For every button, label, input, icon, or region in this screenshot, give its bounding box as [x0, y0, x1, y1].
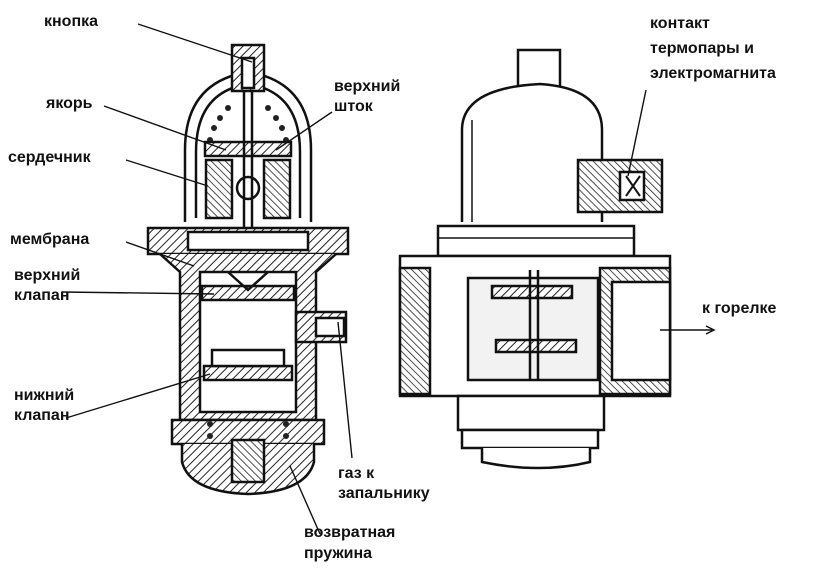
label-armature: якорь — [46, 95, 93, 112]
label-lower-valve-line1: нижний — [14, 387, 75, 404]
label-contact-line1: контакт — [650, 15, 710, 32]
label-upper-valve-line2: клапан — [14, 287, 70, 304]
label-upper-stem-line1: верхний — [334, 78, 401, 95]
dome-spring — [207, 105, 289, 143]
label-core: сердечник — [8, 149, 91, 166]
label-to-burner: к горелке — [702, 300, 777, 317]
sectional-view — [146, 43, 350, 496]
external-view — [398, 48, 716, 470]
label-upper-valve-line1: верхний — [14, 267, 81, 284]
label-contact-line3: электромагнита — [650, 65, 776, 82]
label-gas-pilot-line2: запальнику — [338, 485, 430, 502]
label-lower-valve-line2: клапан — [14, 407, 70, 424]
label-button: кнопка — [44, 13, 99, 30]
label-contact-line2: термопары и — [650, 40, 754, 57]
label-membrane: мембрана — [10, 231, 90, 248]
leader-lines — [61, 23, 647, 535]
label-return-spring-line2: пружина — [304, 545, 373, 562]
label-upper-stem-line2: шток — [334, 98, 373, 115]
label-gas-pilot-line1: газ к — [338, 465, 375, 482]
label-return-spring-line1: возвратная — [304, 524, 396, 541]
